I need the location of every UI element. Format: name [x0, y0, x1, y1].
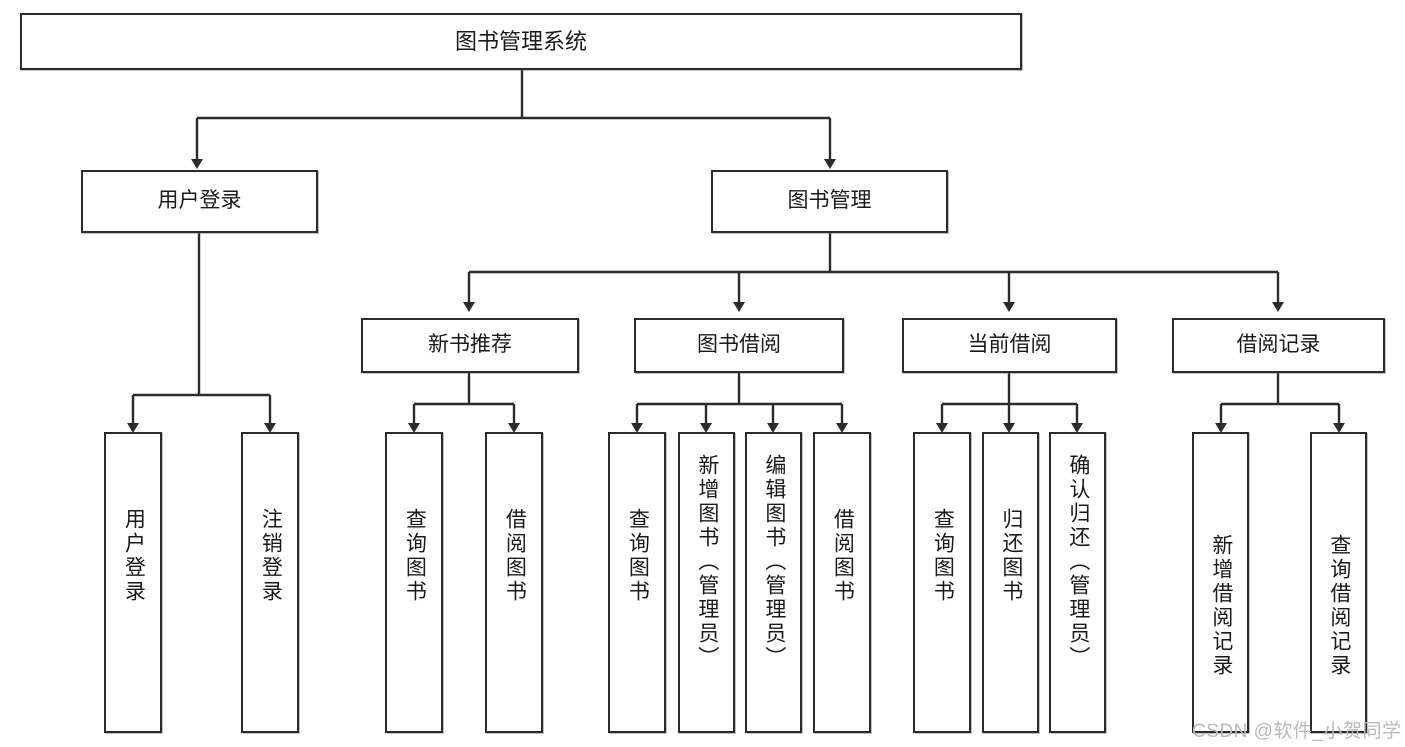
leaf-return-book[interactable]: 归还图书	[982, 432, 1039, 733]
leaf-add-borrow-record[interactable]: 新增借阅记录	[1192, 432, 1249, 733]
node-label: 新书推荐	[428, 333, 512, 357]
node-label: 借阅图书	[503, 508, 527, 604]
node-label: 借阅图书	[831, 508, 855, 604]
node-book-management[interactable]: 图书管理	[711, 170, 948, 233]
leaf-edit-book-admin[interactable]: 编辑图书（管理员）	[745, 432, 802, 733]
leaf-borrow-book-recommend[interactable]: 借阅图书	[485, 432, 543, 733]
node-borrow-record[interactable]: 借阅记录	[1172, 318, 1385, 373]
leaf-confirm-return-admin[interactable]: 确认归还（管理员）	[1049, 432, 1106, 733]
node-label: 查询图书	[626, 508, 650, 604]
node-label: 用户登录	[157, 189, 242, 213]
leaf-query-book-borrow[interactable]: 查询图书	[608, 432, 666, 733]
leaf-query-book-current[interactable]: 查询图书	[913, 432, 971, 733]
node-label: 查询图书	[931, 508, 955, 604]
node-label: 用户登录	[122, 508, 146, 604]
node-book-borrow[interactable]: 图书借阅	[634, 318, 844, 373]
node-current-borrow[interactable]: 当前借阅	[902, 318, 1117, 373]
watermark: CSDN @软件_小贺同学	[1192, 721, 1402, 742]
node-label: 查询图书	[403, 508, 427, 604]
node-label: 确认归还（管理员）	[1066, 454, 1090, 670]
node-new-book-recommend[interactable]: 新书推荐	[361, 318, 579, 373]
node-label: 新增借阅记录	[1209, 534, 1233, 678]
node-label: 编辑图书（管理员）	[762, 454, 786, 670]
leaf-query-book-recommend[interactable]: 查询图书	[385, 432, 443, 733]
node-label: 新增图书（管理员）	[695, 454, 719, 670]
node-label: 图书借阅	[697, 333, 781, 357]
leaf-logout[interactable]: 注销登录	[241, 432, 299, 733]
node-label: 图书管理	[787, 189, 872, 213]
node-label: 注销登录	[259, 508, 283, 604]
leaf-user-login[interactable]: 用户登录	[104, 432, 162, 733]
node-label: 当前借阅	[967, 333, 1052, 357]
leaf-borrow-book[interactable]: 借阅图书	[813, 432, 871, 733]
node-label: 图书管理系统	[454, 28, 587, 54]
node-label: 查询借阅记录	[1327, 534, 1351, 678]
node-label: 归还图书	[999, 508, 1023, 604]
leaf-add-book-admin[interactable]: 新增图书（管理员）	[678, 432, 735, 733]
node-label: 借阅记录	[1236, 333, 1321, 357]
node-user-login[interactable]: 用户登录	[81, 170, 318, 233]
leaf-query-borrow-record[interactable]: 查询借阅记录	[1310, 432, 1367, 733]
node-root-system[interactable]: 图书管理系统	[20, 13, 1022, 70]
